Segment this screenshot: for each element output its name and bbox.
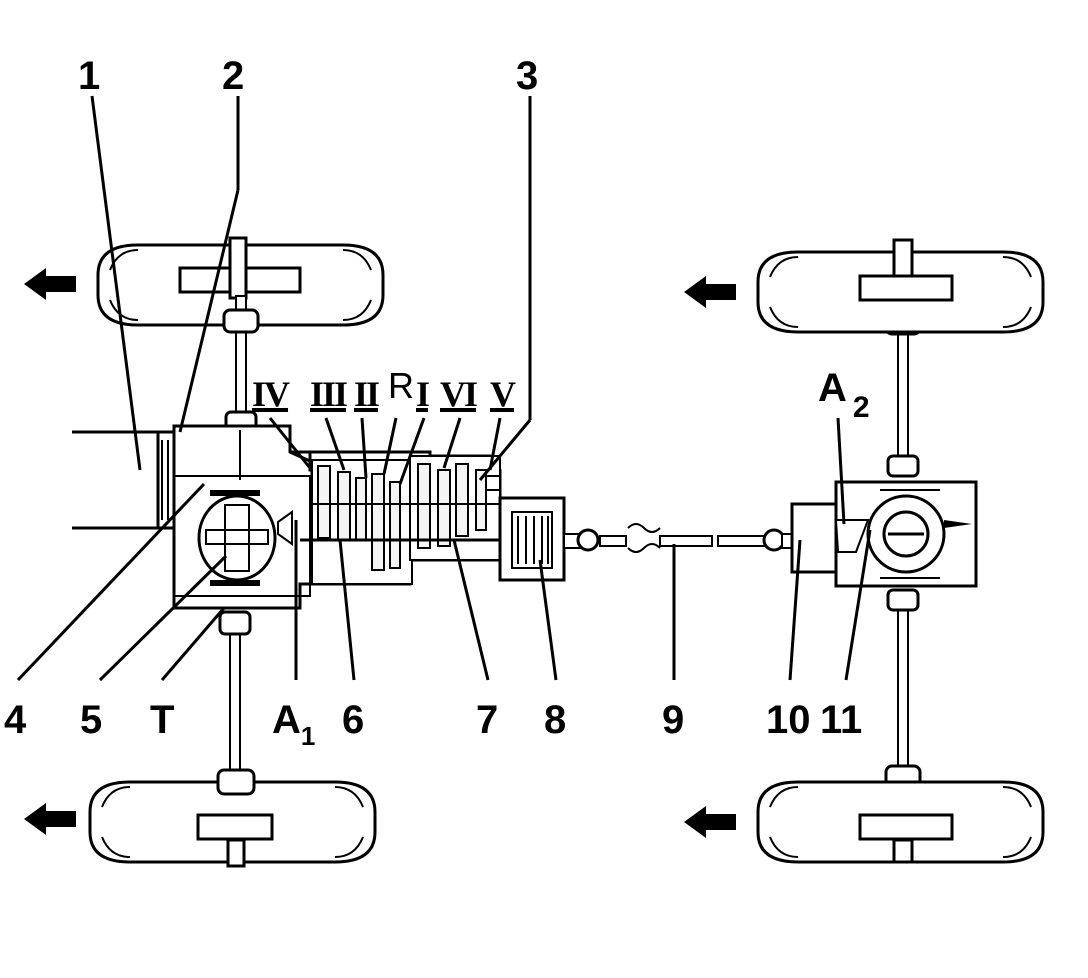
gear-label-vi: VI — [440, 374, 478, 414]
label-1: 1 — [78, 54, 101, 98]
leader-lines — [16, 95, 872, 682]
label-a2-main: A — [818, 366, 847, 410]
label-a2-subscript: 2 — [852, 391, 870, 424]
label-a1: A1 — [272, 700, 315, 749]
label-4: 4 — [4, 698, 27, 742]
rear-top-wheel — [756, 238, 1045, 334]
gear-label-iii: III — [310, 374, 348, 414]
front-bottom-wheel — [88, 780, 377, 868]
gear-label-iv: IV — [252, 374, 290, 414]
label-10: 10 — [766, 698, 811, 742]
gear-label-i: I — [416, 374, 430, 414]
gear-label-r: R — [388, 365, 414, 406]
coupling — [498, 496, 566, 582]
direction-arrow-rear-left — [24, 803, 76, 835]
label-2: 2 — [222, 54, 245, 98]
front-differential-housing — [172, 424, 314, 610]
label-8: 8 — [544, 698, 567, 742]
label-a1-main: A — [272, 698, 301, 742]
label-5: 5 — [80, 698, 103, 742]
label-11: 11 — [820, 698, 863, 742]
gear-label-ii: II — [354, 374, 380, 414]
front-driveshafts — [216, 295, 260, 796]
engine — [72, 430, 176, 530]
label-7: 7 — [476, 698, 499, 742]
rear-differential — [790, 480, 978, 588]
label-6: 6 — [342, 698, 365, 742]
label-9: 9 — [662, 698, 685, 742]
gearbox — [290, 450, 510, 586]
label-3: 3 — [516, 54, 539, 98]
direction-arrow-front-left — [24, 268, 76, 300]
label-a1-subscript: 1 — [300, 721, 316, 751]
propeller-shaft — [563, 523, 799, 553]
rear-bottom-wheel — [756, 780, 1045, 864]
front-top-wheel — [96, 236, 385, 327]
direction-arrow-front-right — [684, 276, 736, 308]
label-t: T — [150, 698, 175, 742]
gear-label-v: V — [490, 374, 516, 414]
direction-arrow-rear-right — [684, 806, 736, 838]
